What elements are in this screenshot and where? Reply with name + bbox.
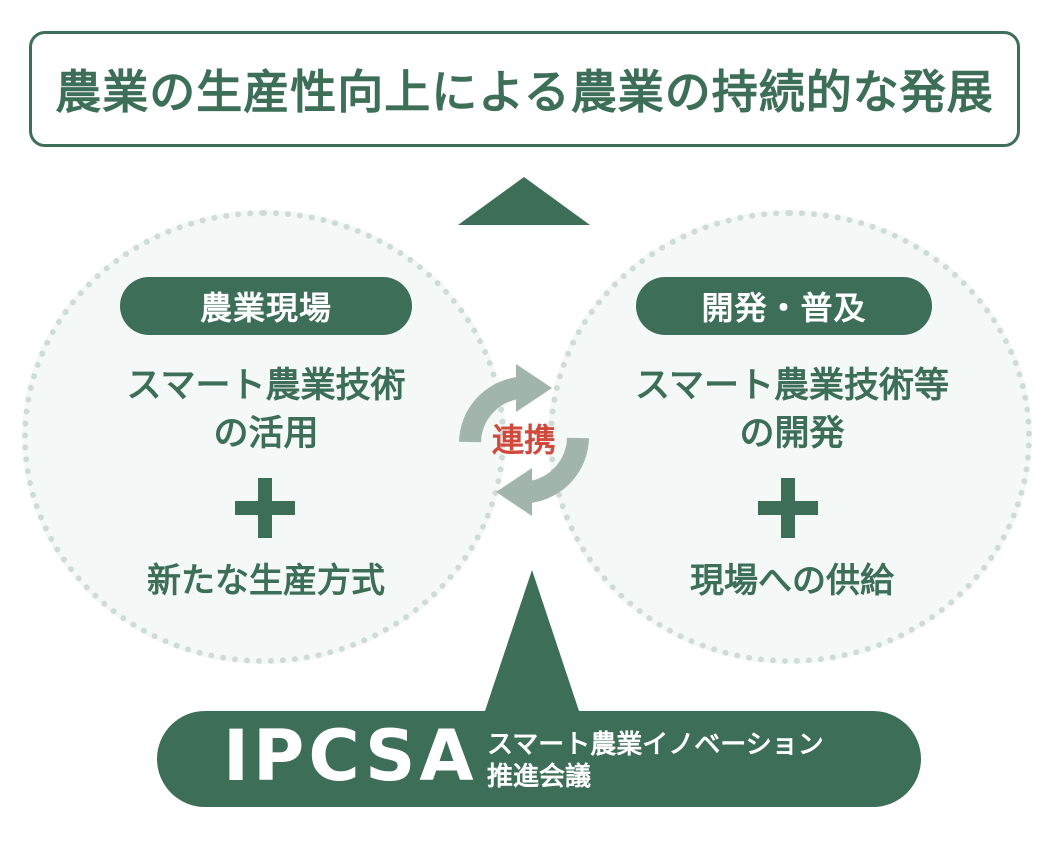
cooperation-label: 連携	[491, 421, 556, 459]
ipcsa-name-line-2: 推進会議	[487, 762, 592, 792]
development-line-2: の開発	[739, 414, 845, 454]
development-line-1: スマート農業技術等	[635, 366, 949, 406]
ipcsa-name-line-1: スマート農業イノベーション	[487, 730, 824, 760]
up-arrow-icon	[458, 177, 590, 225]
development-header-pill: 開発・普及	[636, 277, 932, 335]
development-description: スマート農業技術等 の開発	[592, 362, 992, 458]
ipcsa-banner: IPCSA スマート農業イノベーション 推進会議	[157, 711, 921, 807]
field-plus-icon	[235, 478, 295, 538]
field-header-pill: 農業現場	[120, 277, 412, 335]
cycle-arrows-icon	[459, 364, 589, 516]
field-header: 農業現場	[199, 289, 332, 327]
development-line-3: 現場への供給	[690, 561, 894, 601]
development-plus-icon	[758, 478, 818, 538]
support-arrow-icon	[482, 570, 582, 720]
field-line-1: スマート農業技術	[126, 366, 406, 406]
goal-title: 農業の生産性向上による農業の持続的な発展	[55, 65, 994, 119]
field-line-2: の活用	[213, 414, 319, 454]
development-header: 開発・普及	[701, 289, 867, 327]
field-description: スマート農業技術 の活用	[70, 362, 462, 458]
ipcsa-acronym: IPCSA	[223, 715, 478, 797]
ipcsa-name: スマート農業イノベーション 推進会議	[487, 729, 824, 793]
field-line-3: 新たな生産方式	[147, 561, 385, 601]
goal-title-box: 農業の生産性向上による農業の持続的な発展	[29, 31, 1020, 147]
